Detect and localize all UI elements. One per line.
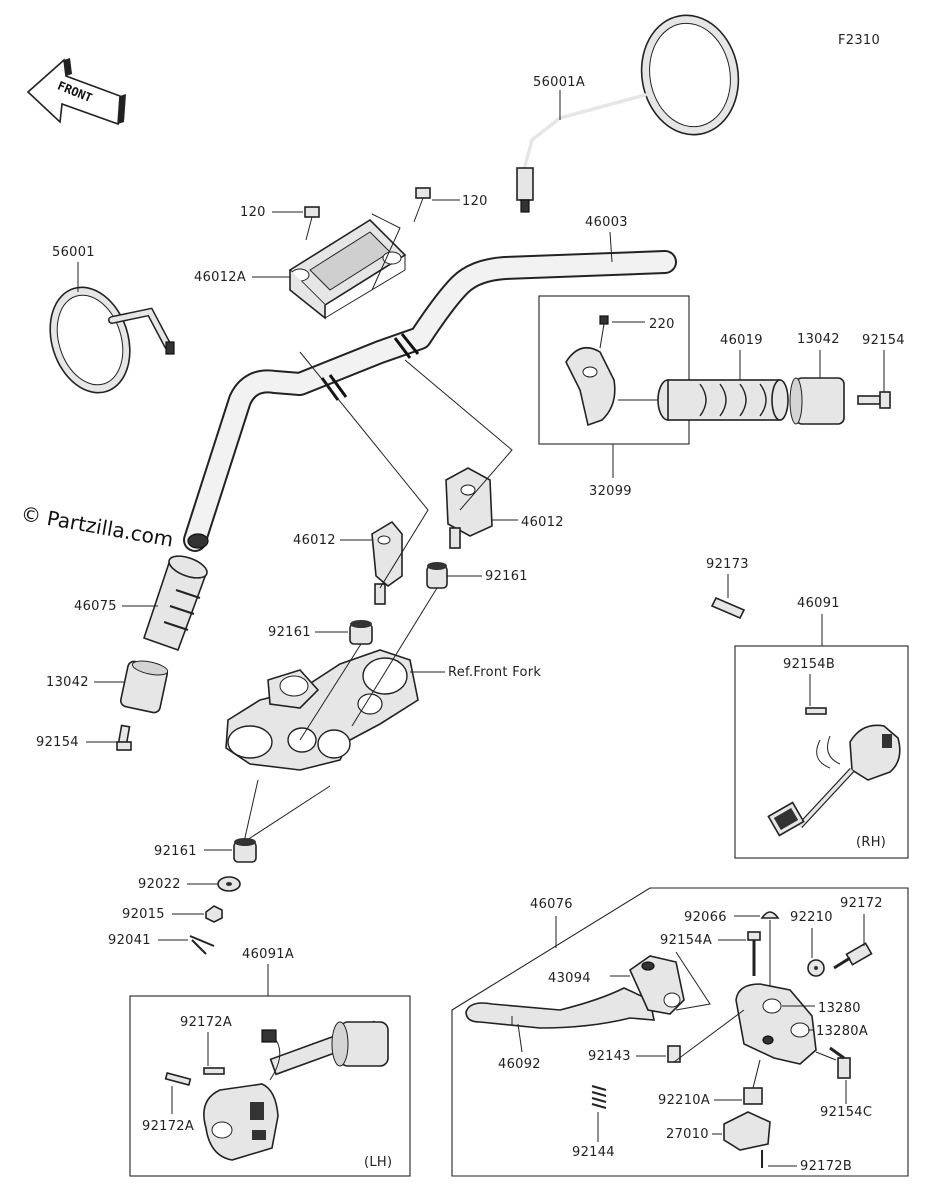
label-32099: 32099	[589, 484, 632, 499]
grip-left-46075	[142, 533, 209, 652]
bolt-120-right	[413, 187, 431, 223]
mirror-right-56001A	[516, 14, 740, 213]
lever-holder	[735, 983, 817, 1065]
label-92144: 92144	[572, 1145, 615, 1160]
box-32099	[538, 295, 690, 445]
bolt-92172	[833, 942, 873, 970]
figure-code: F2310	[838, 33, 880, 48]
label-ref-front-fork: Ref.Front Fork	[448, 665, 541, 680]
label-46012A: 46012A	[194, 270, 246, 285]
bolt-92154-left	[116, 724, 132, 751]
label-92161-c: 92161	[154, 844, 197, 859]
label-46092: 46092	[498, 1057, 541, 1072]
label-46003: 46003	[585, 215, 628, 230]
label-92143: 92143	[588, 1049, 631, 1064]
label-27010: 27010	[666, 1127, 709, 1142]
label-92210: 92210	[790, 910, 833, 925]
switch-27010	[723, 1111, 771, 1168]
spring-92144	[591, 1085, 607, 1109]
nut-92015	[205, 905, 223, 923]
label-46076: 46076	[530, 897, 573, 912]
box-clutch-lever	[451, 887, 909, 1177]
switch-lh-46091A	[203, 1020, 389, 1161]
label-92161-b: 92161	[268, 625, 311, 640]
lower-holder-46012-left	[371, 520, 403, 605]
lever-46092	[465, 987, 655, 1029]
label-92154B: 92154B	[783, 657, 835, 672]
bolt-92154A	[747, 931, 761, 976]
label-92161-a: 92161	[485, 569, 528, 584]
washer-92210	[807, 959, 825, 977]
pin-92143	[667, 1045, 681, 1063]
lower-holder-46012-right	[445, 467, 493, 549]
collar-92210A	[743, 1087, 763, 1105]
label-46091A: 46091A	[242, 947, 294, 962]
label-92172A-a: 92172A	[180, 1015, 232, 1030]
label-13280A: 13280A	[816, 1024, 868, 1039]
label-92210A: 92210A	[658, 1093, 710, 1108]
label-13042-left: 13042	[46, 675, 89, 690]
upper-holder-46012A	[288, 218, 407, 320]
grip-right-46019	[657, 379, 789, 421]
mirror-left-56001	[49, 286, 175, 394]
label-13280: 13280	[818, 1001, 861, 1016]
washer-92022	[217, 876, 241, 892]
label-92015: 92015	[122, 907, 165, 922]
label-43094: 43094	[548, 971, 591, 986]
throttle-case-32099	[565, 315, 616, 427]
label-120-right: 120	[462, 194, 488, 209]
label-rh: (RH)	[856, 835, 886, 850]
damper-92161-c	[233, 838, 257, 863]
damper-92161-b	[349, 620, 373, 645]
label-120-left: 120	[240, 205, 266, 220]
switch-rh-46091	[767, 707, 901, 837]
clamp-92173	[710, 596, 746, 620]
label-92154C: 92154C	[820, 1105, 872, 1120]
screw-92172A-b	[164, 1072, 192, 1086]
label-92172A-b: 92172A	[142, 1119, 194, 1134]
label-92041: 92041	[108, 933, 151, 948]
label-92173: 92173	[706, 557, 749, 572]
label-92154-left: 92154	[36, 735, 79, 750]
bracket-43094	[628, 955, 685, 1015]
bolt-92154C	[829, 1046, 851, 1079]
label-92022: 92022	[138, 877, 181, 892]
damper-92161-a	[426, 562, 448, 589]
label-46012-left: 46012	[293, 533, 336, 548]
label-92154-right: 92154	[862, 333, 905, 348]
label-56001A: 56001A	[533, 75, 585, 90]
bolt-92154-right	[857, 391, 891, 409]
triple-clamp-front-fork	[225, 649, 419, 771]
label-92172: 92172	[840, 896, 883, 911]
label-13042-right: 13042	[797, 332, 840, 347]
label-46075: 46075	[74, 599, 117, 614]
label-46019: 46019	[720, 333, 763, 348]
bolt-120-left	[304, 206, 320, 241]
label-92172B: 92172B	[800, 1159, 852, 1174]
bar-end-right-13042	[789, 377, 845, 425]
label-46091: 46091	[797, 596, 840, 611]
box-rh-switch	[734, 645, 909, 859]
box-lh-switch	[129, 995, 411, 1177]
cap-92066	[760, 911, 780, 919]
bar-end-left-13042	[119, 660, 169, 714]
front-arrow-icon: FRONT	[26, 58, 126, 126]
label-lh: (LH)	[364, 1155, 392, 1170]
cotter-pin-92041	[189, 935, 215, 955]
watermark: © Partzilla.com	[19, 501, 175, 551]
label-220: 220	[649, 317, 675, 332]
label-92154A: 92154A	[660, 933, 712, 948]
watermark-text: © Partzilla.com	[19, 501, 175, 551]
label-46012-right: 46012	[521, 515, 564, 530]
label-92066: 92066	[684, 910, 727, 925]
screw-92172A-a	[203, 1067, 225, 1075]
label-56001: 56001	[52, 245, 95, 260]
